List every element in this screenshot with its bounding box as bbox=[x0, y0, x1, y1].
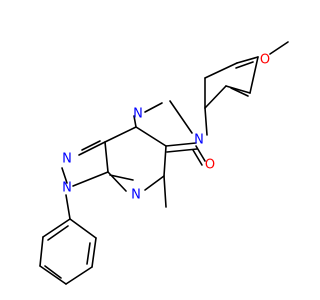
bond-7 bbox=[163, 145, 167, 177]
bond-20 bbox=[69, 218, 97, 239]
bond-27 bbox=[44, 265, 62, 279]
bond-33 bbox=[236, 56, 259, 64]
bond-38 bbox=[269, 41, 289, 55]
bond-5 bbox=[104, 126, 137, 143]
bond-12 bbox=[144, 102, 163, 113]
bond-3 bbox=[61, 167, 68, 184]
bond-1 bbox=[104, 141, 109, 173]
bond-network bbox=[39, 41, 289, 285]
bond-4 bbox=[81, 140, 101, 151]
bond-24 bbox=[39, 236, 44, 267]
bond-2 bbox=[72, 171, 109, 187]
bond-32 bbox=[249, 56, 259, 94]
bond-34 bbox=[204, 62, 238, 79]
atom-o-methoxy: O bbox=[260, 53, 270, 68]
atom-n-pyridine: N bbox=[131, 188, 141, 203]
bond-11 bbox=[133, 115, 137, 128]
bond-22 bbox=[65, 266, 93, 285]
bond-36 bbox=[230, 87, 249, 97]
bond-28 bbox=[47, 225, 69, 241]
bond-0 bbox=[78, 141, 106, 156]
bond-37 bbox=[235, 61, 254, 69]
molecule-structure: N N N N N O O bbox=[39, 41, 289, 285]
bond-14 bbox=[165, 142, 197, 147]
atom-o-carbonyl: O bbox=[205, 158, 215, 173]
bond-8 bbox=[144, 175, 165, 191]
bond-15 bbox=[166, 148, 198, 153]
atom-n-pyrazole-ph: N bbox=[62, 181, 72, 196]
atom-labels: N N N N N O O bbox=[62, 53, 270, 203]
bond-29 bbox=[204, 107, 208, 136]
atom-n-pyrazole-ch: N bbox=[62, 152, 72, 167]
bond-19 bbox=[65, 194, 71, 220]
bond-13 bbox=[169, 100, 193, 134]
bond-25 bbox=[42, 218, 71, 238]
bond-18 bbox=[163, 175, 167, 208]
atom-n-pyrimidine-top: N bbox=[133, 107, 143, 122]
bond-10 bbox=[109, 174, 134, 181]
bond-26 bbox=[86, 242, 91, 265]
bond-17 bbox=[192, 149, 203, 166]
bond-6 bbox=[135, 126, 167, 147]
bond-30 bbox=[204, 85, 227, 109]
bond-31 bbox=[225, 85, 251, 94]
atom-n-pyrimidine-aryl: N bbox=[194, 133, 204, 148]
bond-23 bbox=[39, 265, 67, 285]
bond-16 bbox=[195, 145, 206, 162]
bond-21 bbox=[91, 237, 97, 268]
